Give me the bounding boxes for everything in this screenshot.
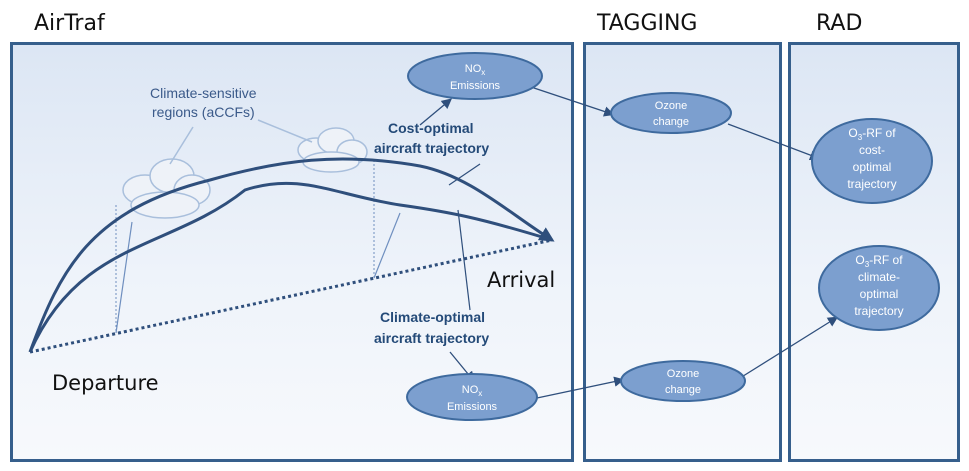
svg-text:NOx: NOx (462, 384, 483, 398)
cost-optimal-trajectory (28, 157, 555, 353)
svg-text:Emissions: Emissions (447, 401, 498, 413)
rf-climate-optimal-node: O3-RF of climate- optimal trajectory (818, 245, 940, 331)
climate-sensitive-label: regions (aCCFs) (152, 104, 255, 120)
departure-label: Departure (52, 371, 159, 395)
svg-text:change: change (665, 384, 701, 396)
rf-cost-optimal-node: O3-RF of cost- optimal trajectory (811, 118, 933, 204)
svg-text:Ozone: Ozone (655, 100, 687, 112)
svg-text:cost-: cost- (859, 143, 885, 157)
callout-line (169, 126, 194, 165)
climate-sensitive-label: Climate-sensitive (150, 85, 257, 101)
rad-title: RAD (816, 11, 863, 36)
svg-text:optimal: optimal (853, 160, 892, 174)
projection-line (115, 221, 133, 334)
arrow-ozone-to-rf-cost (727, 123, 821, 161)
callout-line (457, 209, 471, 311)
climate-optimal-trajectory (28, 181, 553, 353)
svg-text:trajectory: trajectory (854, 304, 903, 318)
climate-optimal-label: Climate-optimal (380, 309, 485, 325)
svg-text:Ozone: Ozone (667, 368, 699, 380)
ozone-change-node-bottom: Ozone change (620, 360, 746, 402)
svg-text:change: change (653, 116, 689, 128)
cloud-icon (297, 127, 368, 173)
svg-text:trajectory: trajectory (847, 177, 896, 191)
projection-line (373, 212, 401, 279)
svg-text:O3-RF of: O3-RF of (848, 126, 896, 142)
climate-optimal-label: aircraft trajectory (374, 330, 489, 346)
cost-optimal-label: aircraft trajectory (374, 140, 489, 156)
arrow-ozone-to-rf-climate (739, 316, 839, 379)
svg-text:climate-: climate- (858, 270, 900, 284)
arrow-to-nox-top (419, 98, 452, 126)
airtraf-title: AirTraf (34, 11, 105, 36)
callout-line (448, 163, 481, 186)
direct-route-line (29, 238, 553, 354)
callout-line (257, 119, 313, 143)
arrival-label: Arrival (487, 268, 555, 292)
svg-text:O3-RF of: O3-RF of (855, 253, 903, 269)
svg-text:optimal: optimal (860, 287, 899, 301)
cost-optimal-label: Cost-optimal (388, 120, 474, 136)
ozone-change-node-top: Ozone change (610, 92, 732, 134)
svg-text:NOx: NOx (465, 63, 486, 77)
arrow-nox-to-ozone-bottom (536, 376, 625, 399)
tagging-title: TAGGING (597, 11, 698, 36)
svg-text:Emissions: Emissions (450, 80, 501, 92)
arrow-nox-to-ozone-top (527, 85, 615, 117)
nox-emissions-node-top: NOx Emissions (407, 52, 543, 100)
nox-emissions-node-bottom: NOx Emissions (406, 373, 538, 421)
